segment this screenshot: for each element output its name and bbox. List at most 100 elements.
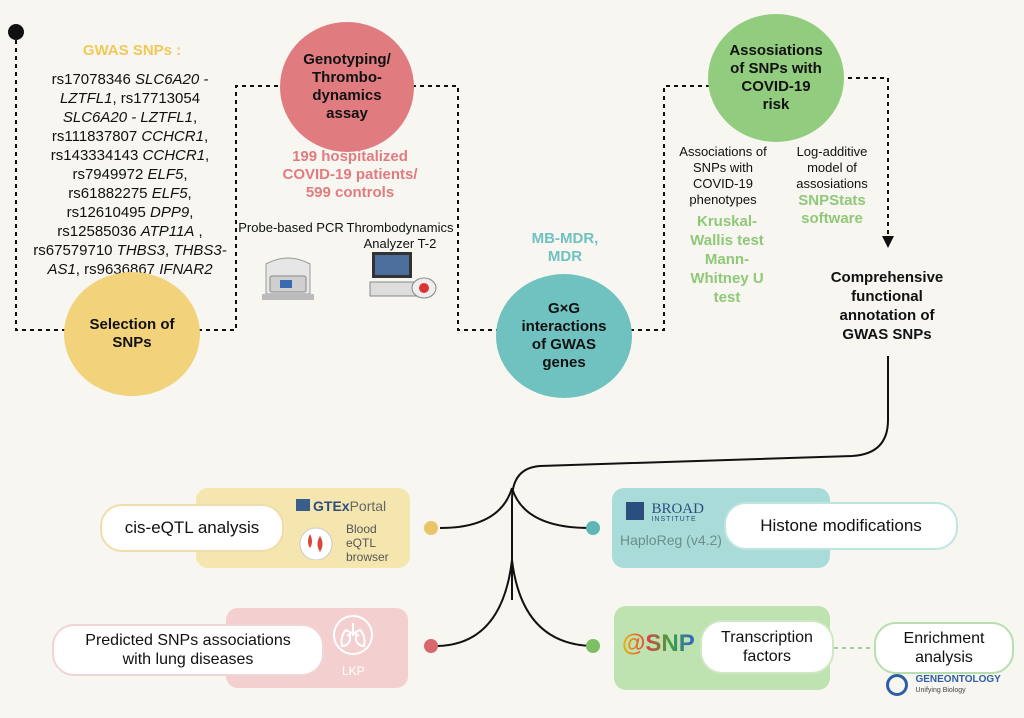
- associations-circle-label: Assosiations of SNPs with COVID-19 risk: [729, 42, 823, 113]
- asnp-logo-text: @SNP: [622, 630, 695, 657]
- analyzer-instrument-icon: [368, 250, 438, 304]
- go-line1: GENEONTOLOGY: [915, 674, 1001, 685]
- gxg-circle-label: G×G interactions of GWAS genes: [521, 300, 607, 371]
- enrichment-pill: Enrichment analysis: [874, 622, 1014, 674]
- snp-line: rs111837807 CCHCR1,: [51, 128, 209, 145]
- enrich-line1: Enrichment: [903, 630, 985, 647]
- selection-circle-label: Selection of SNPs: [89, 316, 175, 351]
- assoc-right-line: model of: [807, 160, 857, 175]
- histone-dot: [586, 521, 600, 535]
- gxg-methods-line2: MDR: [547, 248, 583, 265]
- snp-line: rs12610495 DPP9,: [66, 204, 194, 221]
- genotyping-circle: Genotyping/ Thrombo- dynamics assay: [280, 22, 414, 152]
- analyzer-label1: Thrombodynamics: [346, 220, 454, 235]
- gxg-circle: G×G interactions of GWAS genes: [496, 274, 632, 398]
- enrich-line2: analysis: [915, 649, 973, 666]
- histone-pill: Histone modifications: [724, 502, 958, 550]
- genotyping-circle-label: Genotyping/ Thrombo- dynamics assay: [303, 51, 391, 122]
- lung-line1: Predicted SNPs associations: [85, 632, 291, 649]
- tf-line1: Transcription: [721, 629, 813, 646]
- snp-line: rs67579710 THBS3, THBS3-: [33, 242, 227, 259]
- gtex-logo-a: GTEx: [313, 498, 350, 514]
- pcr-instrument-icon: [258, 250, 318, 302]
- cohort-line2: COVID-19 patients/: [282, 166, 418, 183]
- tf-line2: factors: [742, 648, 791, 665]
- gxg-methods: MB-MDR, MDR: [510, 230, 620, 266]
- assoc-test-line: Mann-: [704, 251, 750, 268]
- eqtl-dot: [424, 521, 438, 535]
- dashed-genotyping-to-gxg: [412, 85, 498, 331]
- selection-circle: Selection of SNPs: [64, 272, 200, 396]
- broad-logo: BROAD INSTITUTE: [626, 502, 704, 523]
- arrow-head: [882, 236, 894, 248]
- dashed-gxg-to-assoc: [630, 85, 712, 331]
- solid-trunk: [511, 356, 889, 600]
- assoc-left-line: COVID-19: [693, 176, 753, 191]
- cohort-line3: 599 controls: [305, 184, 395, 201]
- assoc-test-line: Wallis test: [690, 232, 764, 249]
- assoc-right-line: Log-additive: [796, 144, 868, 159]
- assoc-test-line: Whitney U: [690, 270, 764, 287]
- tf-dot: [586, 639, 600, 653]
- assoc-test-line: test: [713, 289, 741, 306]
- gtex-logo-icon: [296, 499, 310, 511]
- gtex-logo-b: Portal: [349, 498, 387, 514]
- snp-line: rs61882275 ELF5,: [68, 185, 192, 202]
- eqtl-pill: cis-eQTL analysis: [100, 504, 284, 552]
- eqtl-label: cis-eQTL analysis: [124, 518, 260, 537]
- associations-circle: Assosiations of SNPs with COVID-19 risk: [708, 14, 844, 142]
- cohort-text: 199 hospitalized COVID-19 patients/ 599 …: [262, 148, 438, 202]
- haploreg-label: HaploReg (v4.2): [620, 532, 722, 548]
- annotation-line: GWAS SNPs: [842, 326, 932, 343]
- annotation-line: annotation of: [839, 307, 935, 324]
- assoc-tool-line: software: [801, 210, 863, 227]
- lung-dot: [424, 639, 438, 653]
- assoc-right-line: assosiations: [796, 176, 868, 191]
- snp-line: rs17078346 SLC6A20 -: [51, 71, 209, 88]
- branch-histone: [511, 487, 591, 529]
- gxg-methods-line1: MB-MDR,: [531, 230, 599, 247]
- blood-eqtl-line: browser: [346, 550, 389, 564]
- analyzer-label: Thrombodynamics Analyzer T-2: [340, 220, 460, 252]
- annotation-line: functional: [851, 288, 923, 305]
- go-logo-icon: [886, 674, 908, 696]
- annotation-line: Comprehensive: [830, 269, 944, 286]
- dashed-assoc-to-annotation: [840, 77, 889, 236]
- gwas-snps-header: GWAS SNPs :: [82, 42, 182, 59]
- assoc-left-line: phenotypes: [689, 192, 757, 207]
- assoc-test-line: Kruskal-: [696, 213, 758, 230]
- assoc-tool-line: SNPStats: [798, 192, 866, 209]
- blood-eqtl-line: eQTL: [346, 536, 377, 550]
- go-line2: Unifying Biology: [915, 687, 966, 694]
- snp-line: rs7949972 ELF5,: [72, 166, 188, 183]
- lungs-icon: [332, 614, 374, 656]
- snp-line: rs12585036 ATP11A ,: [57, 223, 203, 240]
- snp-line: SLC6A20 - LZTFL1,: [62, 109, 198, 126]
- snp-line: LZTFL1, rs17713054: [59, 90, 201, 107]
- blood-eqtl-line: Blood: [346, 522, 377, 536]
- assoc-left-line: SNPs with: [693, 160, 753, 175]
- asnp-logo: @SNP: [622, 630, 695, 658]
- broad-line1: BROAD: [651, 501, 704, 517]
- tf-pill: Transcription factors: [700, 620, 834, 674]
- analyzer-label2: Analyzer T-2: [363, 236, 437, 251]
- gtex-logo: GTExPortal: [296, 498, 386, 514]
- broad-logo-icon: [626, 502, 644, 520]
- lung-pill: Predicted SNPs associations with lung di…: [52, 624, 324, 676]
- lkp-label: LKP: [342, 664, 365, 678]
- annotation-title: Comprehensive functional annotation of GWAS…: [812, 268, 962, 344]
- branch-eqtl: [439, 487, 513, 529]
- lung-line2: with lung diseases: [122, 651, 254, 668]
- dashed-start-line: [15, 32, 70, 331]
- assoc-left-line: Associations of: [679, 144, 767, 159]
- cohort-line1: 199 hospitalized: [292, 148, 408, 165]
- snp-line: rs143334143 CCHCR1,: [50, 147, 210, 164]
- geneontology-logo: GENEONTOLOGY Unifying Biology: [886, 674, 1001, 696]
- histone-label: Histone modifications: [760, 516, 922, 535]
